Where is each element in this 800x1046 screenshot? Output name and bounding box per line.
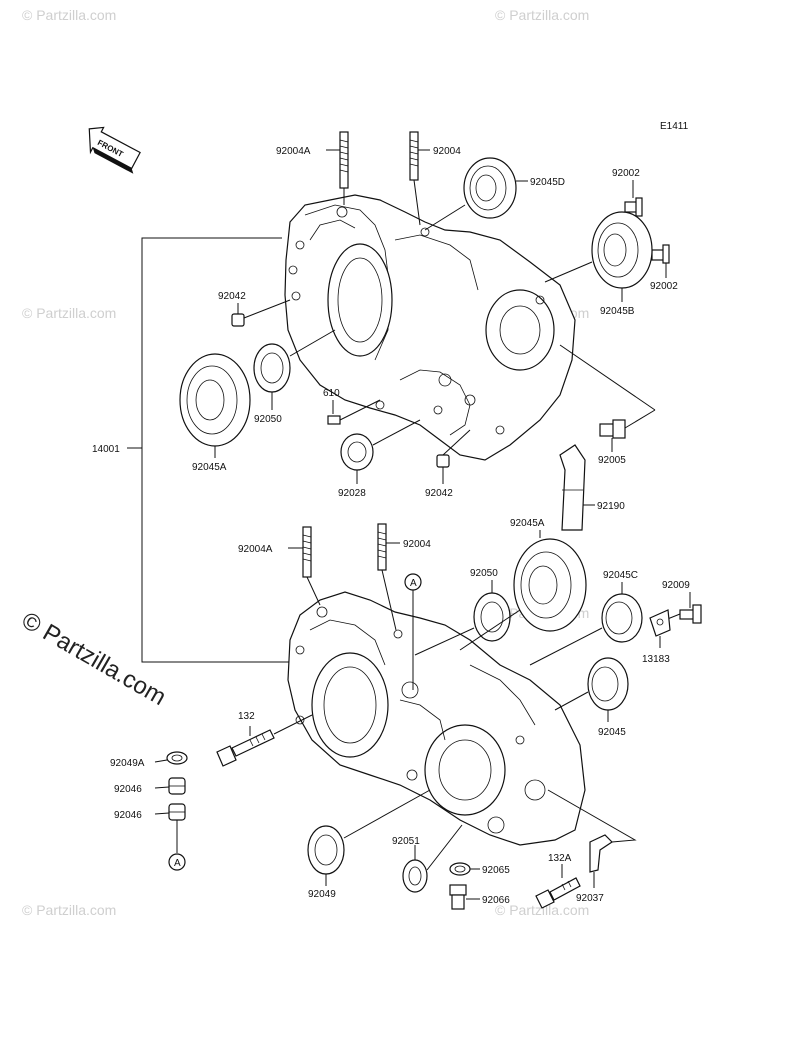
ref-A-top: A bbox=[404, 573, 422, 690]
ref-A-bottom-label: A bbox=[174, 858, 181, 869]
callout-92002-a: 92002 bbox=[612, 168, 640, 179]
callout-132: 132 bbox=[238, 711, 255, 722]
seal-92049: 92049 bbox=[307, 789, 431, 900]
screw-92002-b: 92002 bbox=[650, 244, 678, 292]
diagram-code: E1411 bbox=[660, 121, 689, 132]
callout-92049A: 92049A bbox=[110, 758, 145, 769]
callout-92042-b: 92042 bbox=[425, 488, 453, 499]
bearing-92046-b: 92046 bbox=[114, 803, 186, 853]
bearing-92045D: 92045D bbox=[424, 157, 565, 231]
callout-92045A-a: 92045A bbox=[192, 462, 227, 473]
callout-92045B: 92045B bbox=[600, 306, 635, 317]
callout-92046-b: 92046 bbox=[114, 810, 142, 821]
ref-A-top-label: A bbox=[410, 578, 417, 589]
callout-13183: 13183 bbox=[642, 654, 670, 665]
watermark-1: © Partzilla.com bbox=[22, 7, 116, 23]
bearing-92045A-b: 92045A bbox=[459, 518, 587, 651]
callout-92046-a: 92046 bbox=[114, 784, 142, 795]
seal-92050-b: 92050 bbox=[414, 568, 511, 656]
stud-92004A-bottom: 92004A bbox=[238, 526, 321, 606]
callout-92002-b: 92002 bbox=[650, 281, 678, 292]
dowel-92042-a: 92042 bbox=[218, 291, 291, 327]
callout-92045A-b: 92045A bbox=[510, 518, 545, 529]
bearing-92045: 92045 bbox=[554, 657, 629, 738]
callout-92004A-top: 92004A bbox=[276, 146, 311, 157]
seal-92050-a: 92050 bbox=[253, 329, 336, 425]
callout-92065: 92065 bbox=[482, 865, 510, 876]
bolt-132: 132 bbox=[216, 711, 313, 767]
screw-92009: 92009 bbox=[662, 580, 702, 624]
bearing-92046-a: 92046 bbox=[114, 777, 186, 795]
lower-crankcase bbox=[287, 591, 586, 846]
watermark-6: © Partzilla.com bbox=[22, 902, 116, 918]
bolt-132A: 132A bbox=[535, 853, 581, 909]
callout-92005: 92005 bbox=[598, 455, 626, 466]
callout-92004-top: 92004 bbox=[433, 146, 461, 157]
callout-610: 610 bbox=[323, 388, 340, 399]
callout-92045D: 92045D bbox=[530, 177, 565, 188]
callout-92037: 92037 bbox=[576, 893, 604, 904]
bushing-92028: 92028 bbox=[338, 419, 421, 499]
ref-A-bottom: A bbox=[168, 853, 186, 871]
callout-92009: 92009 bbox=[662, 580, 690, 591]
callout-92051: 92051 bbox=[392, 836, 420, 847]
plate-13183: 13183 bbox=[642, 609, 671, 665]
plug-92066: 92066 bbox=[449, 884, 510, 910]
callout-92049: 92049 bbox=[308, 889, 336, 900]
callout-132A: 132A bbox=[548, 853, 572, 864]
pin-610: 610 bbox=[323, 388, 381, 425]
screw-92002-a: 92002 bbox=[612, 168, 643, 217]
bearing-92045A-a: 92045A bbox=[179, 353, 251, 473]
callout-92050-b: 92050 bbox=[470, 568, 498, 579]
washer-92049A: 92049A bbox=[110, 751, 188, 769]
stud-92004-top: 92004 bbox=[409, 131, 461, 226]
callout-92045: 92045 bbox=[598, 727, 626, 738]
callout-92190: 92190 bbox=[597, 501, 625, 512]
upper-crankcase bbox=[284, 194, 576, 461]
callout-92028: 92028 bbox=[338, 488, 366, 499]
hose-92190: 92190 bbox=[559, 444, 625, 531]
bearing-92045B: 92045B bbox=[544, 211, 653, 317]
front-arrow-icon: FRONT bbox=[88, 126, 141, 174]
callout-92045C: 92045C bbox=[603, 570, 638, 581]
watermark-7: © Partzilla.com bbox=[495, 902, 589, 918]
stud-92004-bottom: 92004 bbox=[377, 523, 431, 631]
washer-92065: 92065 bbox=[449, 862, 510, 876]
callout-92042-a: 92042 bbox=[218, 291, 246, 302]
callout-92004-bottom: 92004 bbox=[403, 539, 431, 550]
fitting-92005: 92005 bbox=[559, 344, 656, 466]
stud-92004A-top: 92004A bbox=[276, 131, 349, 205]
callout-92050-a: 92050 bbox=[254, 414, 282, 425]
clamp-92037: 92037 bbox=[547, 789, 637, 904]
bearing-92045C: 92045C bbox=[529, 570, 643, 666]
seal-92051: 92051 bbox=[392, 824, 463, 893]
watermark-3: © Partzilla.com bbox=[22, 305, 116, 321]
bracket-14001: 14001 bbox=[92, 237, 290, 663]
watermark-side: © Partzilla.com bbox=[17, 607, 171, 711]
watermark-2: © Partzilla.com bbox=[495, 7, 589, 23]
dowel-92042-b: 92042 bbox=[425, 429, 471, 499]
callout-14001: 14001 bbox=[92, 444, 120, 455]
callout-92004A-bottom: 92004A bbox=[238, 544, 273, 555]
callout-92066: 92066 bbox=[482, 895, 510, 906]
